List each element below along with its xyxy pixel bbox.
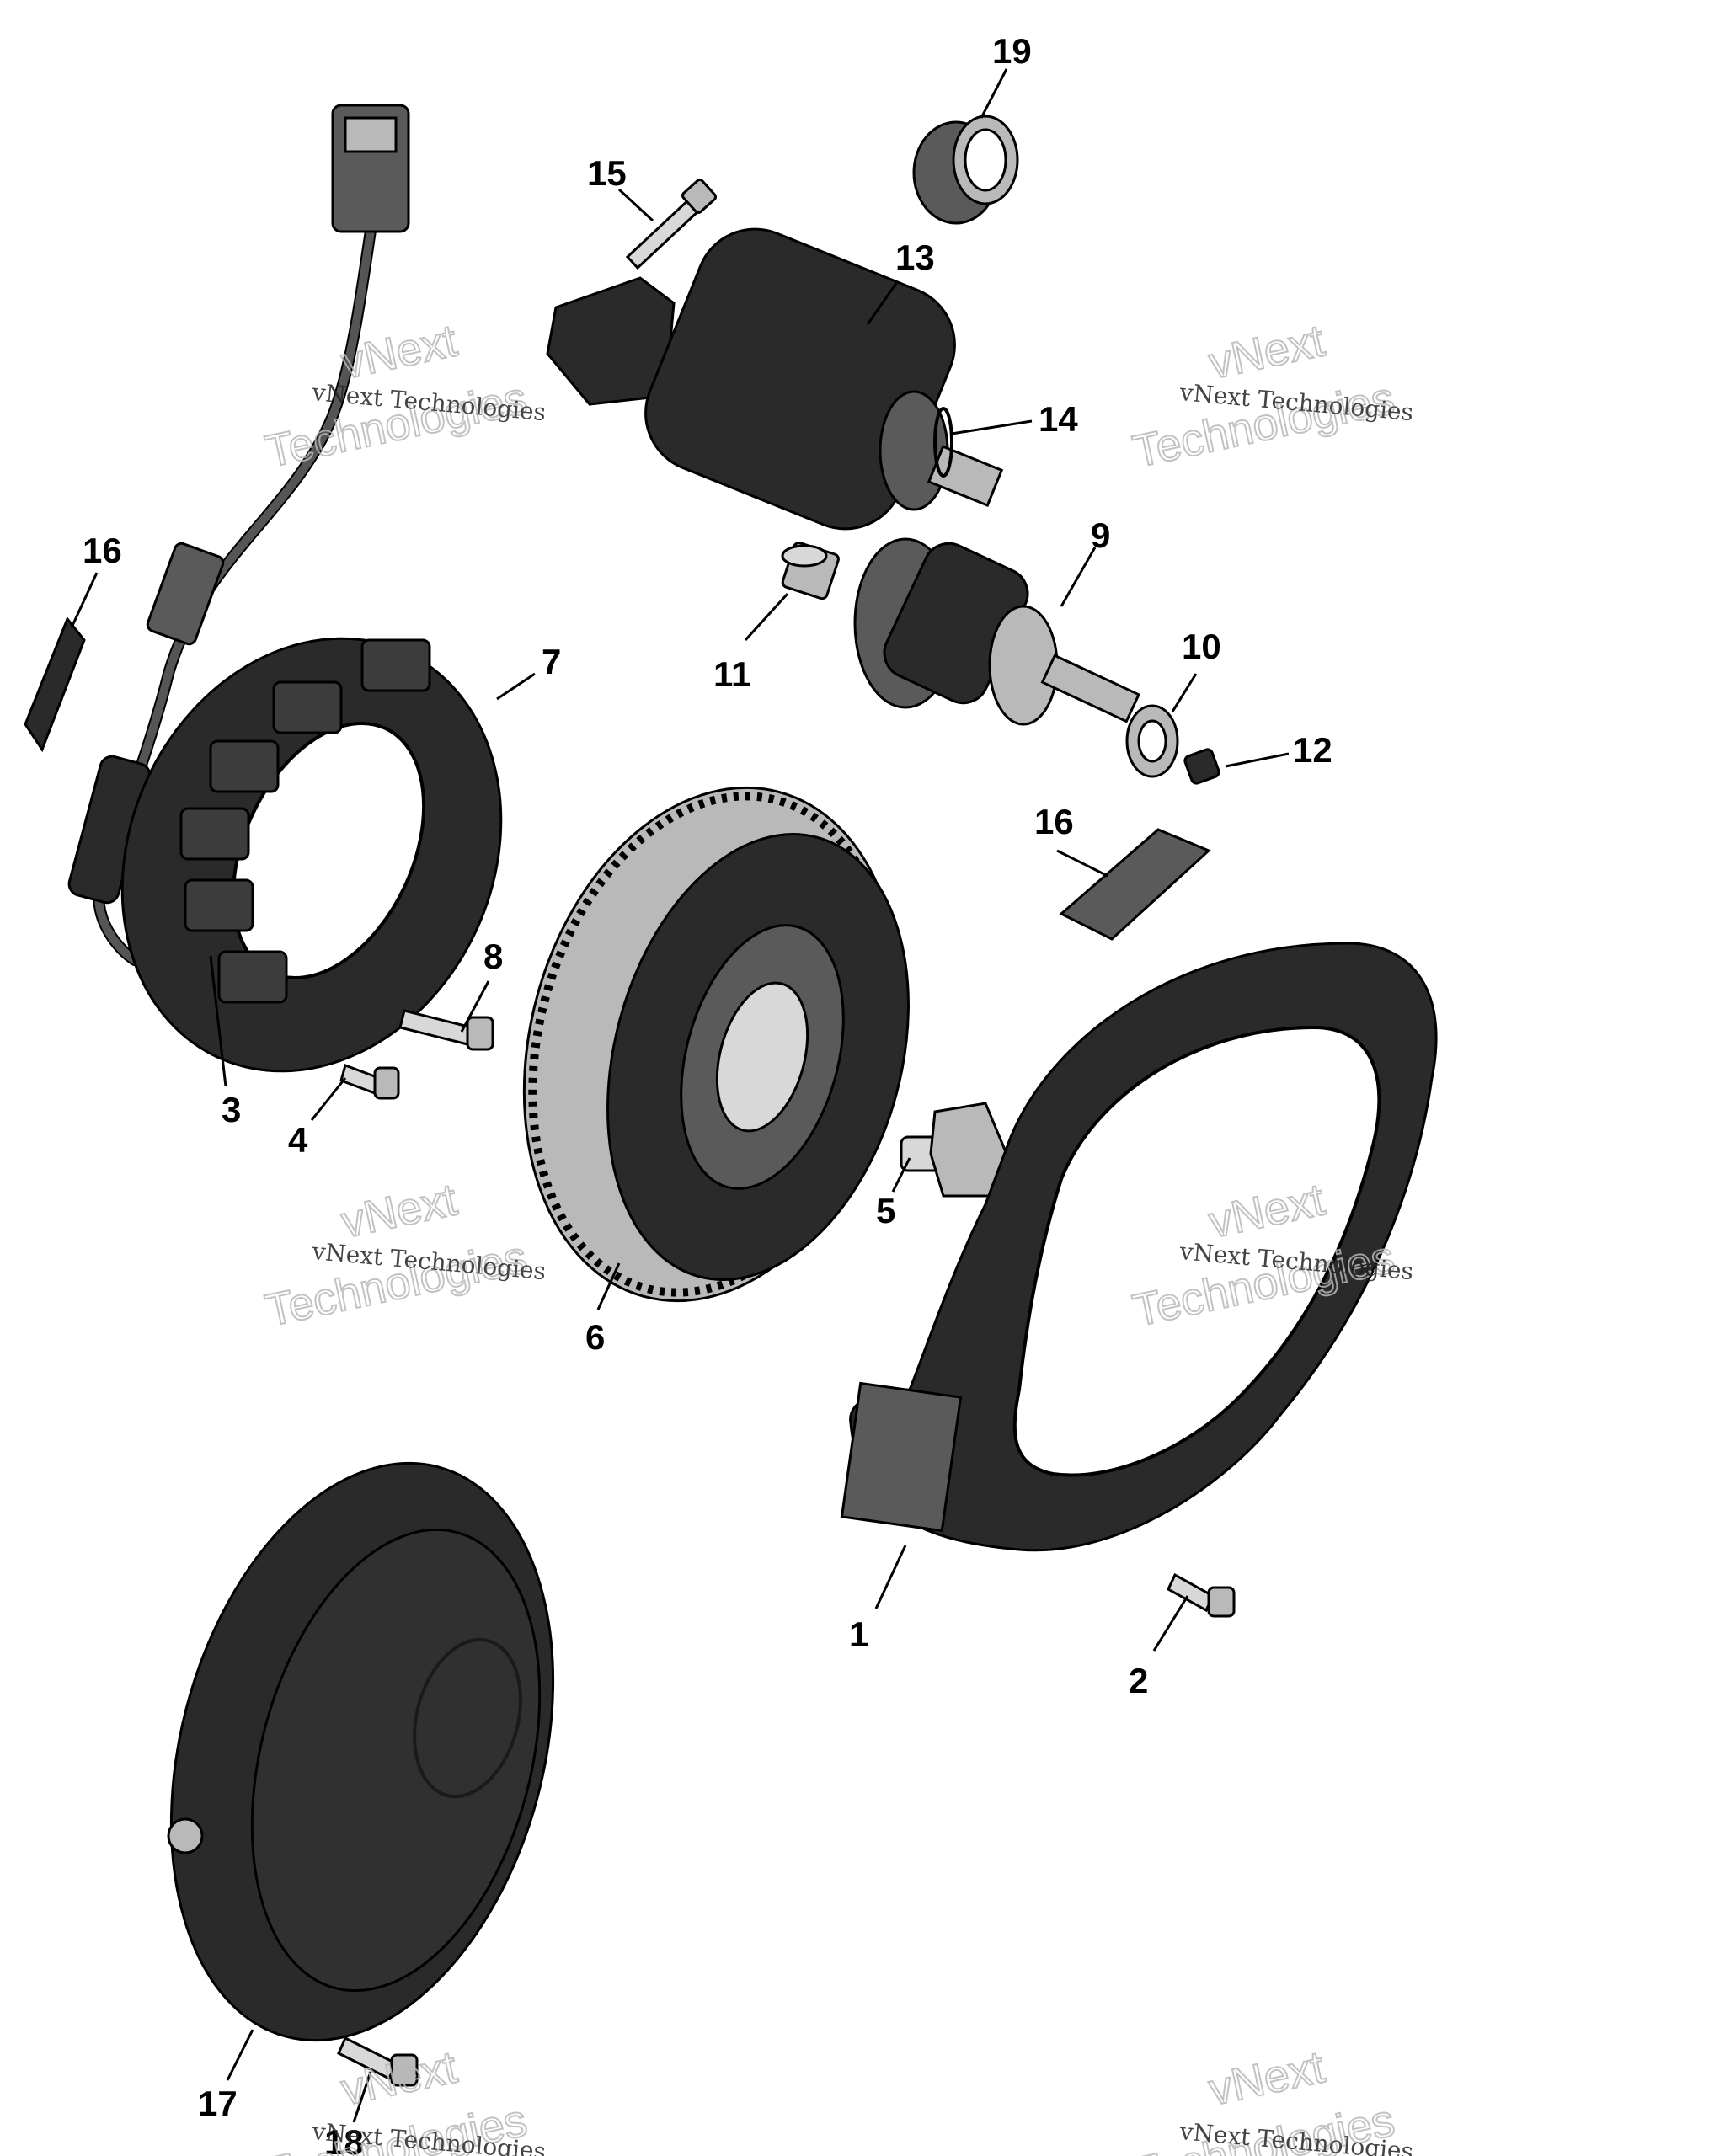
part-14-o-ring (933, 407, 953, 478)
part-1-housing (840, 942, 1438, 1552)
part-6-flywheel (522, 786, 910, 1303)
callout-6: 6 (585, 1317, 605, 1357)
part-18-screw (337, 2036, 419, 2087)
watermark-mid-left: vNext Technologies vNext Technologies (260, 1173, 547, 1337)
part-5-bolt (900, 1102, 1008, 1198)
callout-17: 17 (198, 2084, 238, 2123)
callout-12: 12 (1293, 730, 1332, 770)
callout-10: 10 (1182, 627, 1221, 666)
callout-11: 11 (713, 654, 750, 694)
part-2-screw (1167, 1572, 1236, 1618)
watermark-bottom-right: vNext Technologies vNext Technologies (1128, 2041, 1414, 2156)
callout-1: 1 (849, 1614, 868, 1654)
callout-16-right: 16 (1034, 802, 1074, 841)
callout-2: 2 (1129, 1661, 1148, 1700)
svg-text:vNext: vNext (1204, 315, 1329, 388)
part-11-bushing (781, 542, 840, 600)
part-15-bolt (625, 178, 718, 270)
part-16-pad-left (24, 616, 86, 753)
callout-16-left: 16 (83, 531, 122, 570)
part-10-washer (1125, 704, 1179, 778)
part-9-starter-drive (853, 537, 1141, 726)
part-16-pad-right (1059, 828, 1211, 941)
part-8-bolt (398, 1009, 494, 1051)
callout-4: 4 (288, 1120, 308, 1160)
part-4-screw (339, 1064, 400, 1100)
callout-14: 14 (1039, 399, 1078, 439)
callout-8: 8 (483, 937, 503, 976)
svg-text:vNext: vNext (1204, 2041, 1329, 2115)
part-17-cover (167, 1461, 555, 2042)
callout-19: 19 (992, 31, 1032, 71)
callout-18: 18 (324, 2122, 364, 2156)
part-19-seal-ring (912, 115, 1019, 225)
svg-text:vNext: vNext (337, 1174, 462, 1247)
part-7-stator (120, 637, 503, 1073)
leader-lines (70, 68, 1290, 2123)
watermark-bottom-left: vNext Technologies vNext Technologies (260, 2041, 547, 2156)
callout-13: 13 (895, 237, 935, 277)
callout-15: 15 (587, 153, 627, 193)
callout-9: 9 (1091, 515, 1110, 555)
part-13-starter-motor (546, 227, 1004, 531)
callout-5: 5 (876, 1191, 895, 1230)
callout-7: 7 (542, 642, 561, 681)
watermark-top-left: vNext Technologies vNext Technologies (260, 314, 547, 478)
callout-labels: 19 15 13 14 16 9 7 11 10 12 16 8 3 4 5 6… (83, 31, 1332, 2156)
watermark-top-right: vNext Technologies vNext Technologies (1128, 314, 1414, 478)
callout-3: 3 (222, 1090, 241, 1129)
part-12-set-screw (1183, 748, 1220, 785)
part-3-wiring-harness (67, 104, 410, 966)
